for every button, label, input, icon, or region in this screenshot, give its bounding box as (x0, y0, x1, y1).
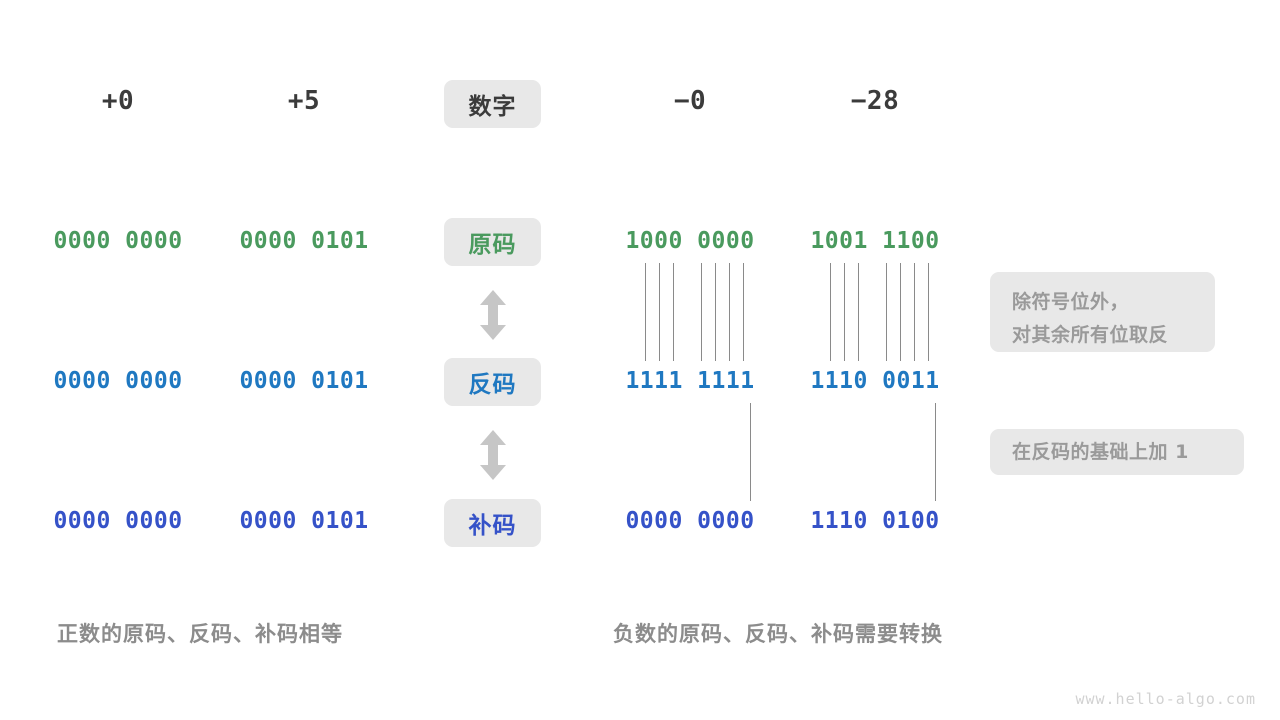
twos-complement-minus-zero: 0000 0000 (625, 508, 755, 534)
twos-complement-plus-five: 0000 0101 (239, 508, 369, 534)
connector-line (729, 263, 730, 361)
pill-number-label: 数字 (444, 80, 541, 128)
pill-ones-complement-label: 反码 (444, 358, 541, 406)
note-add-one: 在反码的基础上加 1 (990, 429, 1244, 475)
note-invert-bits-line-1: 除符号位外， (1012, 291, 1130, 313)
connector-line (645, 263, 646, 361)
note-invert-bits-line-2: 对其余所有位取反 (1012, 324, 1169, 346)
ones-complement-plus-five: 0000 0101 (239, 368, 369, 394)
ones-complement-plus-zero: 0000 0000 (53, 368, 183, 394)
caption-negative: 负数的原码、反码、补码需要转换 (613, 622, 943, 646)
connector-line (886, 263, 887, 361)
sign-magnitude-minus-zero: 1000 0000 (625, 228, 755, 254)
pill-sign-magnitude-label: 原码 (444, 218, 541, 266)
caption-positive: 正数的原码、反码、补码相等 (57, 622, 343, 646)
connector-line (750, 403, 751, 501)
connector-line (673, 263, 674, 361)
connector-line (659, 263, 660, 361)
twos-complement-minus-twentyeight: 1110 0100 (810, 508, 940, 534)
connector-line (858, 263, 859, 361)
sign-magnitude-plus-zero: 0000 0000 (53, 228, 183, 254)
twos-complement-plus-zero: 0000 0000 (53, 508, 183, 534)
ones-complement-minus-zero: 1111 1111 (625, 368, 755, 394)
connector-line (935, 403, 936, 501)
watermark: www.hello-algo.com (1075, 690, 1256, 708)
connector-line (743, 263, 744, 361)
note-invert-bits: 除符号位外， 对其余所有位取反 (990, 272, 1215, 352)
sign-magnitude-plus-five: 0000 0101 (239, 228, 369, 254)
connector-line (844, 263, 845, 361)
connector-line (914, 263, 915, 361)
connector-line (715, 263, 716, 361)
pill-twos-complement-label: 补码 (444, 499, 541, 547)
double-headed-vertical-arrow-icon (476, 289, 510, 345)
header-plus-five: +5 (287, 86, 321, 116)
connector-line (900, 263, 901, 361)
connector-line (830, 263, 831, 361)
header-minus-zero: −0 (673, 86, 707, 116)
header-minus-twentyeight: −28 (850, 86, 900, 116)
connector-line (928, 263, 929, 361)
double-headed-vertical-arrow-icon (476, 429, 510, 485)
sign-magnitude-minus-twentyeight: 1001 1100 (810, 228, 940, 254)
note-add-one-line-1: 在反码的基础上加 1 (1012, 441, 1189, 463)
connector-line (701, 263, 702, 361)
header-plus-zero: +0 (101, 86, 135, 116)
ones-complement-minus-twentyeight: 1110 0011 (810, 368, 940, 394)
